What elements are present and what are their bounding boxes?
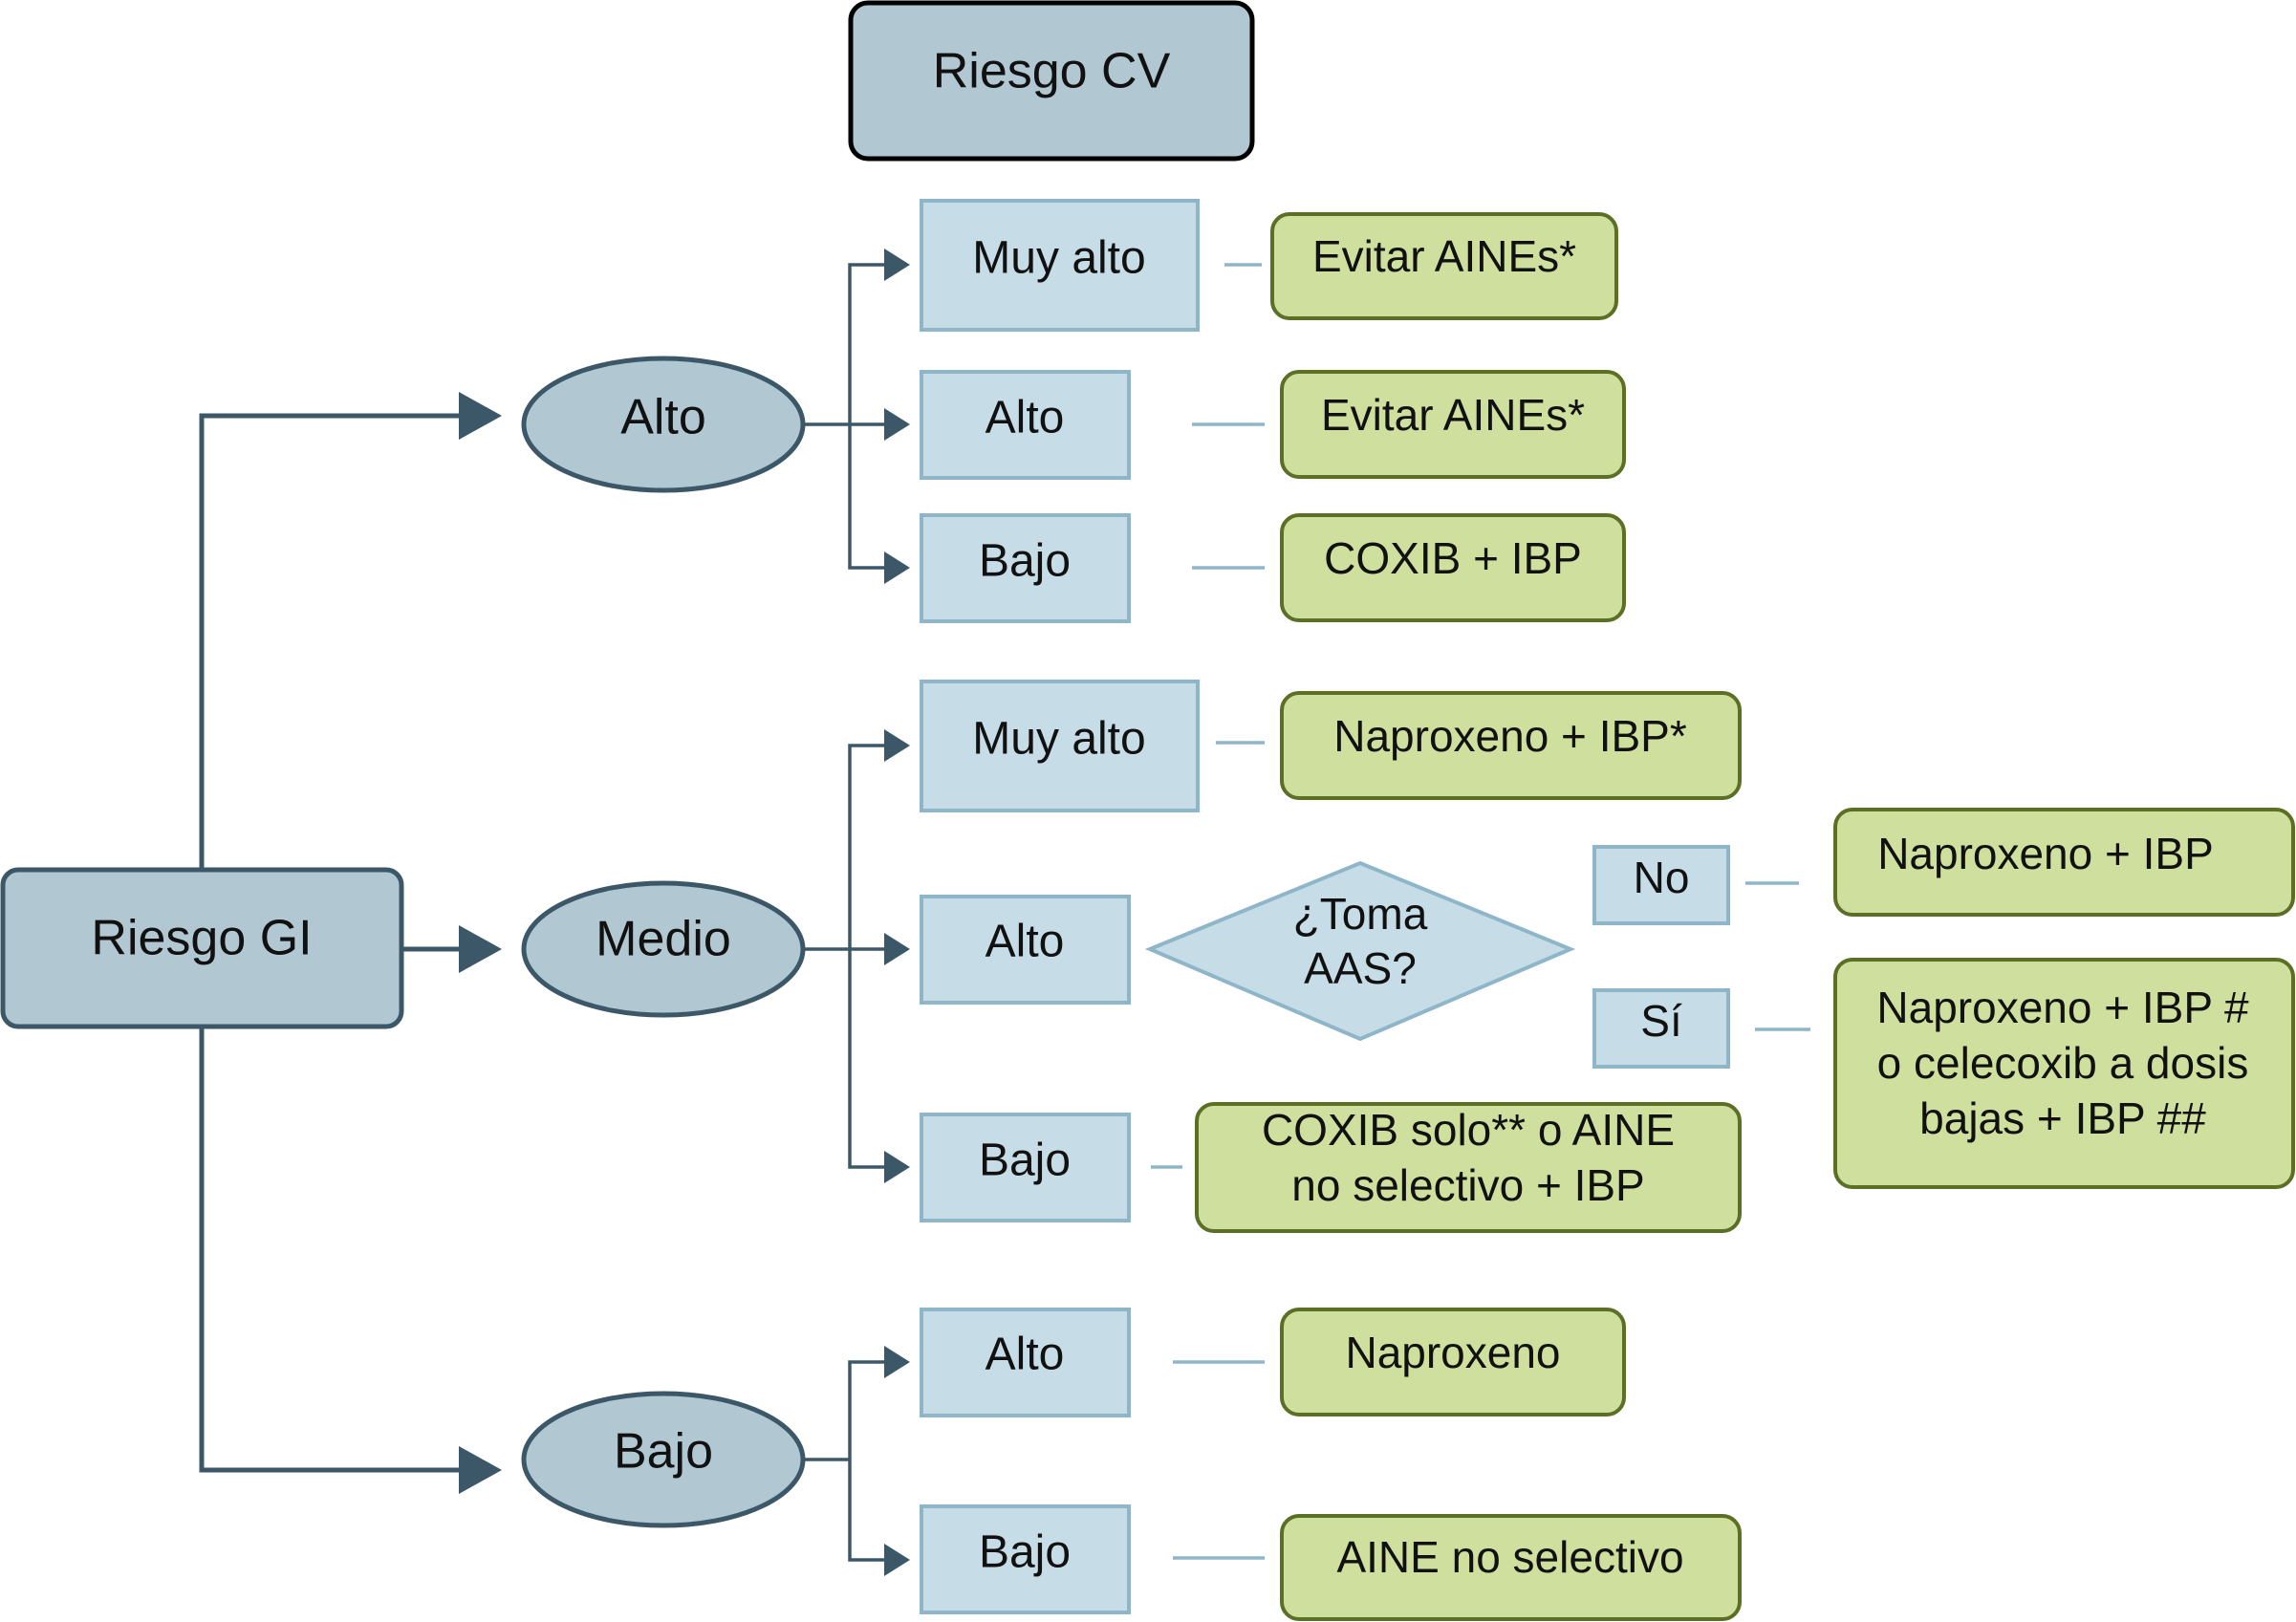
arrowhead-icon: [884, 408, 910, 441]
arrowhead-icon: [884, 729, 910, 762]
cv-label: Muy alto: [972, 714, 1145, 765]
treatment-text: Naproxeno + IBP #: [1876, 983, 2249, 1032]
treatment-text: bajas + IBP ##: [1919, 1093, 2206, 1143]
treatment-box-bajo-bajo: [1280, 1514, 1742, 1621]
decision-diamond: [1144, 860, 1576, 1042]
cv-box-bajo-alto: [920, 1308, 1131, 1417]
treatment-text: COXIB + IBP: [1324, 533, 1582, 583]
decision-no-label: No: [1634, 853, 1690, 902]
connector-root-to-alto: [199, 413, 459, 870]
decision-si-label: Sí: [1640, 996, 1682, 1046]
arrowhead-icon: [884, 249, 910, 281]
root-connectors: [199, 413, 459, 1473]
arrowhead-icon: [884, 1346, 910, 1378]
treatment-text: Naproxeno: [1345, 1328, 1560, 1377]
cv-label: Bajo: [979, 536, 1071, 587]
header-box-riesgo-cv: [848, 0, 1255, 162]
treatment-text: Naproxeno + IBP*: [1333, 711, 1687, 761]
cv-box-alto-alto: [920, 370, 1131, 480]
cv-box-bajo-bajo: [920, 1504, 1131, 1614]
arrowhead-icon: [884, 1151, 910, 1183]
treatment-box-medio-alto-no: [1833, 808, 2295, 917]
arrowhead-icon: [459, 925, 502, 973]
gi-label-alto: Alto: [620, 390, 706, 445]
cv-label: Bajo: [979, 1135, 1071, 1186]
arrowhead-icon: [884, 933, 910, 965]
treatment-connectors: [1151, 263, 1810, 1560]
arrowhead-icon: [884, 1544, 910, 1576]
treatment-box-alto-alto: [1280, 370, 1626, 479]
treatment-text: Evitar AINEs*: [1321, 390, 1585, 440]
treatment-box-alto-muy-alto: [1270, 212, 1618, 320]
cv-label: Alto: [986, 917, 1065, 967]
treatment-text: Evitar AINEs*: [1312, 231, 1576, 281]
treatment-boxes: [1195, 212, 2295, 1621]
arrowhead-icon: [459, 1446, 502, 1494]
header-label: Riesgo CV: [933, 44, 1171, 99]
decision-line-2: AAS?: [1304, 943, 1417, 993]
arrowhead-icon: [459, 392, 502, 440]
cv-box-alto-muy-alto: [920, 199, 1200, 332]
treatment-text: Naproxeno + IBP: [1877, 829, 2214, 878]
root-arrowheads: [459, 392, 502, 1494]
cv-label: Muy alto: [972, 233, 1145, 284]
branch-arrowheads: [884, 249, 910, 1576]
cv-label: Bajo: [979, 1527, 1071, 1578]
cv-box-medio-muy-alto: [920, 680, 1200, 812]
treatment-box-medio-alto-si: [1833, 958, 2295, 1189]
cv-level-boxes: [920, 199, 1200, 1614]
arrowhead-icon: [884, 551, 910, 584]
treatment-text: AINE no selectivo: [1336, 1532, 1683, 1582]
cv-box-medio-bajo: [920, 1113, 1131, 1222]
gi-label-medio: Medio: [596, 912, 731, 967]
treatment-box-bajo-alto: [1280, 1308, 1626, 1417]
gi-label-bajo: Bajo: [614, 1424, 713, 1480]
treatment-text: o celecoxib a dosis: [1877, 1038, 2249, 1088]
cv-label: Alto: [986, 393, 1065, 443]
decision-line-1: ¿Toma: [1293, 889, 1428, 939]
connector-root-to-bajo: [199, 1027, 459, 1473]
decision-no-box: [1592, 845, 1730, 925]
root-label: Riesgo GI: [91, 911, 312, 966]
cv-box-alto-bajo: [920, 513, 1131, 623]
cv-label: Alto: [986, 1330, 1065, 1380]
treatment-box-medio-muy-alto: [1280, 691, 1742, 800]
treatment-text: no selectivo + IBP: [1291, 1160, 1644, 1210]
cv-box-medio-alto: [920, 895, 1131, 1005]
treatment-box-alto-bajo: [1280, 513, 1626, 622]
treatment-box-medio-bajo: [1195, 1102, 1742, 1233]
branch-connectors: [803, 263, 889, 1562]
root-box-riesgo-gi: [0, 867, 404, 1029]
decision-si-box: [1592, 988, 1730, 1069]
treatment-text: COXIB solo** o AINE: [1262, 1105, 1675, 1155]
